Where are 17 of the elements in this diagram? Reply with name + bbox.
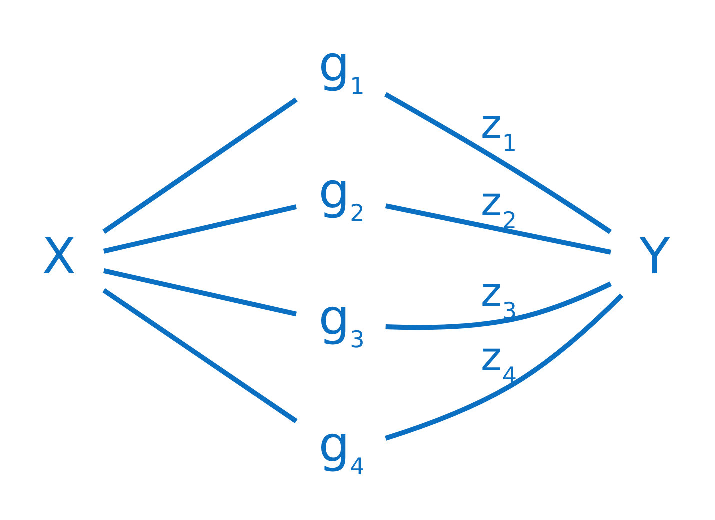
- edge-label: z$_{2}$: [480, 179, 518, 234]
- connector: [385, 293, 624, 440]
- connector: [386, 281, 612, 330]
- connector: [102, 288, 298, 423]
- node-text: Y: [640, 227, 670, 286]
- connector: [384, 92, 612, 234]
- connector: [385, 203, 612, 254]
- edge-label: z$_{4}$: [480, 334, 518, 389]
- edge-label: z$_{1}$: [480, 102, 518, 157]
- node-text: g$_{1}$: [318, 34, 365, 100]
- connector: [103, 204, 298, 254]
- node-text: g$_{3}$: [318, 288, 365, 354]
- node-text: X: [42, 227, 76, 286]
- connector: [102, 97, 298, 234]
- node-text: g$_{2}$: [318, 161, 365, 226]
- node-text: g$_{4}$: [318, 414, 365, 480]
- connector: [103, 268, 297, 316]
